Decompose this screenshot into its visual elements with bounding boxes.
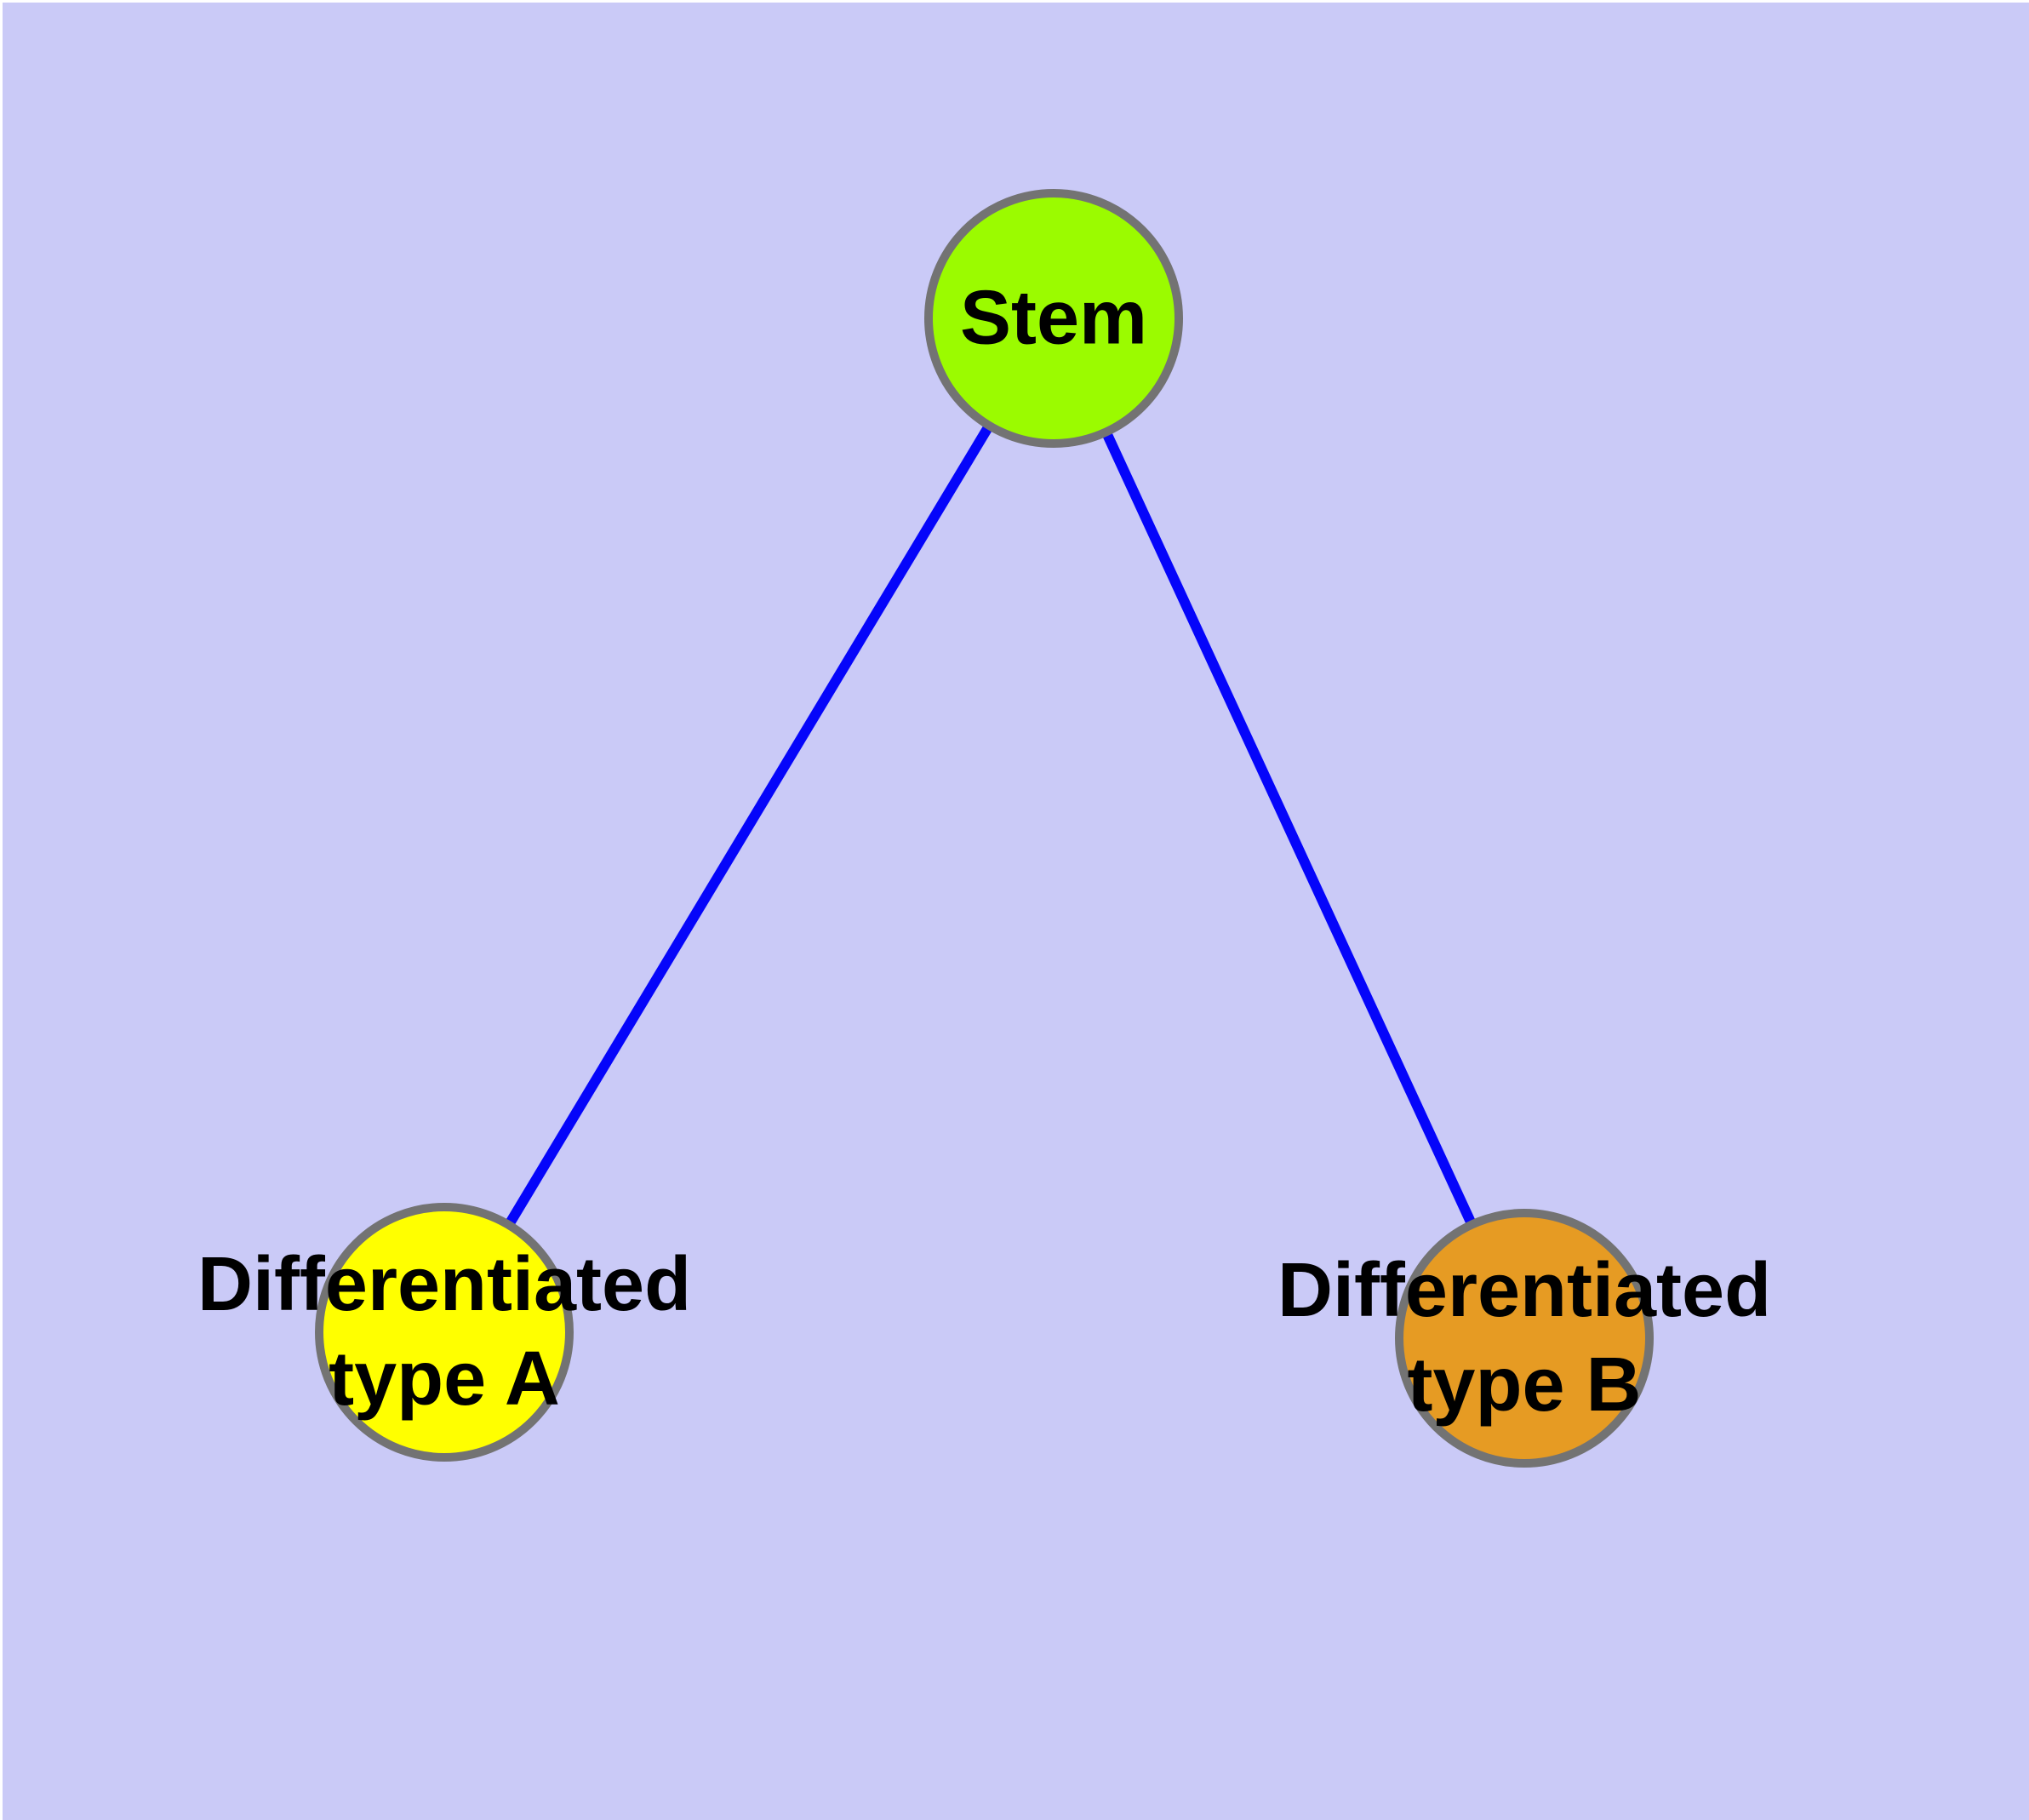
node-stem [924, 189, 1183, 448]
node-differentiated-type-a [315, 1203, 574, 1462]
edge-stem-to-typeA [439, 315, 1059, 1336]
node-differentiated-type-b [1395, 1209, 1654, 1468]
edge-stem-to-typeB [1049, 316, 1529, 1341]
